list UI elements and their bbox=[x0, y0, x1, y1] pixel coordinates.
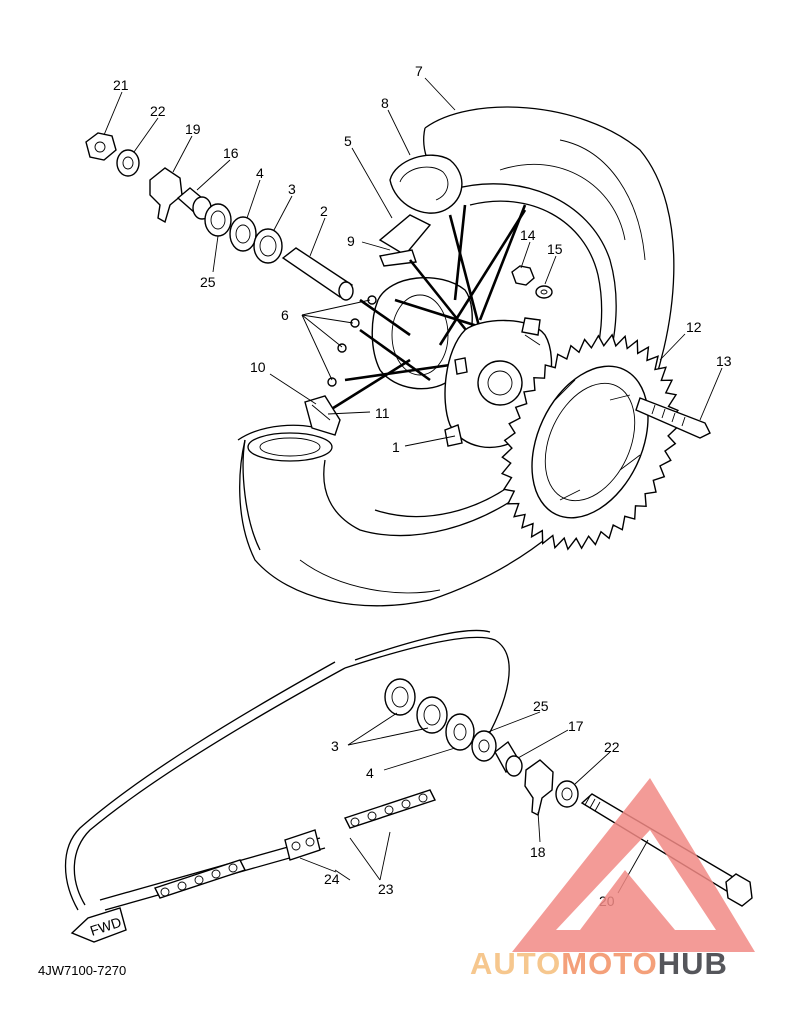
callout-16: 16 bbox=[223, 145, 239, 161]
callout-7: 7 bbox=[415, 63, 423, 79]
sprocket-nut bbox=[511, 265, 553, 299]
callout-14: 14 bbox=[520, 227, 536, 243]
callout-3: 3 bbox=[288, 181, 296, 197]
brand-part-hub: HUB bbox=[657, 946, 728, 981]
callout-10: 10 bbox=[250, 359, 266, 375]
callout-3b: 3 bbox=[331, 738, 339, 754]
callout-18: 18 bbox=[530, 844, 546, 860]
callout-21: 21 bbox=[113, 77, 129, 93]
callout-15: 15 bbox=[547, 241, 563, 257]
diagram-code: 4JW7100-7270 bbox=[38, 963, 127, 978]
callout-24: 24 bbox=[324, 871, 340, 887]
leader-lines bbox=[103, 77, 723, 894]
callout-12: 12 bbox=[686, 319, 702, 335]
callout-25: 25 bbox=[200, 274, 216, 290]
callout-8: 8 bbox=[381, 95, 389, 111]
wheel-hub bbox=[329, 204, 553, 449]
callout-11: 11 bbox=[375, 405, 390, 421]
callout-22b: 22 bbox=[604, 739, 620, 755]
rear-tire bbox=[237, 106, 675, 607]
callout-2: 2 bbox=[320, 203, 328, 219]
spoke-nipples bbox=[327, 295, 377, 387]
callout-23: 23 bbox=[378, 881, 394, 897]
brand-logo: AUTOMOTOHUB bbox=[470, 946, 728, 982]
brand-part-auto: AUTO bbox=[470, 946, 562, 981]
callout-1: 1 bbox=[392, 439, 400, 455]
callout-5: 5 bbox=[344, 133, 352, 149]
forward-arrow-tag: FWD bbox=[70, 907, 127, 943]
callout-9: 9 bbox=[347, 233, 355, 249]
callout-4b: 4 bbox=[366, 765, 374, 781]
drive-chain bbox=[64, 629, 510, 911]
callout-4: 4 bbox=[256, 165, 264, 181]
callout-13: 13 bbox=[716, 353, 732, 369]
sprocket-bolt bbox=[635, 397, 711, 439]
brand-part-moto: MOTO bbox=[561, 946, 658, 981]
watermark-triangle bbox=[512, 778, 755, 952]
left-side-parts bbox=[85, 132, 354, 301]
wheel-bracket bbox=[304, 395, 341, 436]
callout-17: 17 bbox=[568, 718, 584, 734]
callout-22: 22 bbox=[150, 103, 166, 119]
rear-sprocket bbox=[500, 333, 680, 551]
callout-6: 6 bbox=[281, 307, 289, 323]
callout-25b: 25 bbox=[533, 698, 549, 714]
callout-19: 19 bbox=[185, 121, 201, 137]
